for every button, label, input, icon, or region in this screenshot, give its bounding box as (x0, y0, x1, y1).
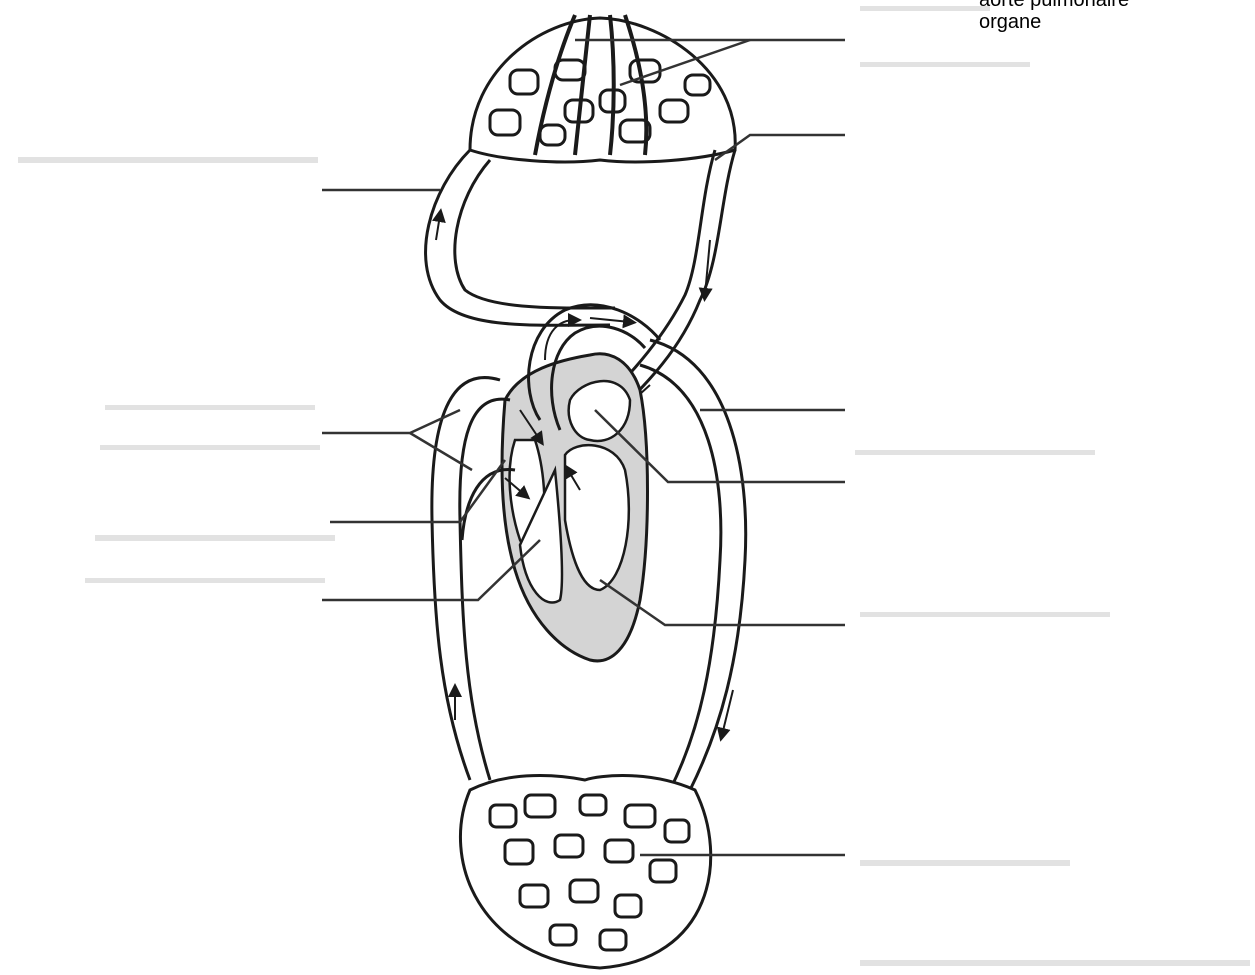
heart (502, 305, 660, 661)
label-aorte-pulmonaire: aorte pulmonaire (979, 0, 1129, 10)
leader-left-3 (330, 460, 505, 522)
pulmonary-vein (426, 150, 610, 325)
label-organe: organe (979, 12, 1041, 32)
aorta (650, 340, 746, 790)
leader-left-4 (322, 540, 540, 600)
